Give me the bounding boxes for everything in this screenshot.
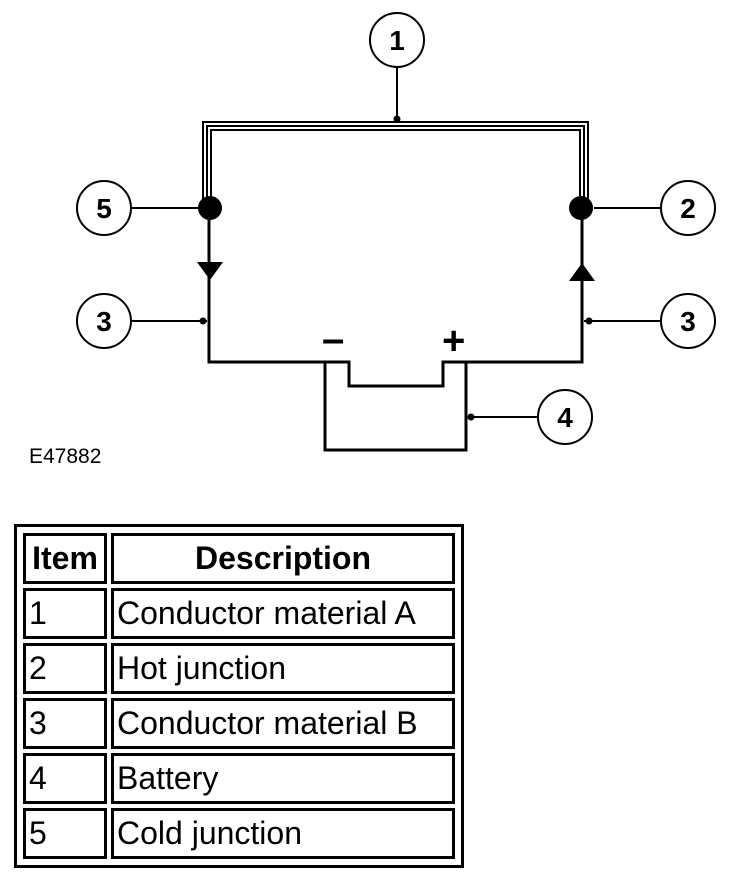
legend-description: Conductor material B [111, 698, 455, 749]
thermocouple-diagram: – + 1 2 3 3 4 5 E47882 [29, 12, 716, 468]
legend-description: Battery [111, 753, 455, 804]
battery [323, 360, 468, 452]
callout-5: 5 [76, 180, 132, 236]
conductor-a [202, 121, 589, 208]
conductor-b [207, 208, 584, 364]
legend-item: 1 [23, 588, 107, 639]
legend-item: 5 [23, 808, 107, 859]
svg-text:2: 2 [680, 193, 696, 224]
leader-lines [131, 67, 660, 418]
svg-text:3: 3 [96, 306, 112, 337]
svg-text:5: 5 [96, 193, 112, 224]
callout-2: 2 [660, 180, 716, 236]
legend-row: 4 Battery [23, 753, 455, 804]
legend-item: 3 [23, 698, 107, 749]
legend-row: 3 Conductor material B [23, 698, 455, 749]
legend-table: Item Description 1 Conductor material A … [14, 524, 464, 868]
svg-text:1: 1 [389, 25, 405, 56]
callout-4: 4 [537, 389, 593, 445]
down-arrow-icon [197, 262, 223, 280]
figure-id: E47882 [29, 445, 101, 468]
svg-text:3: 3 [680, 306, 696, 337]
callout-3-left: 3 [76, 293, 132, 349]
legend-row: 1 Conductor material A [23, 588, 455, 639]
header-item: Item [23, 533, 107, 584]
callout-1: 1 [369, 12, 425, 68]
legend-description: Conductor material A [111, 588, 455, 639]
legend-row: 5 Cold junction [23, 808, 455, 859]
legend-description: Hot junction [111, 643, 455, 694]
up-arrow-icon [569, 263, 595, 281]
legend-header-row: Item Description [23, 533, 455, 584]
hot-junction-dot [569, 196, 593, 220]
battery-negative: – [322, 317, 344, 361]
cold-junction-dot [198, 196, 222, 220]
legend-item: 4 [23, 753, 107, 804]
battery-positive: + [442, 319, 465, 363]
callout-3-right: 3 [660, 293, 716, 349]
svg-text:4: 4 [557, 402, 573, 433]
header-description: Description [111, 533, 455, 584]
legend-item: 2 [23, 643, 107, 694]
leader-dots [199, 115, 593, 421]
legend-description: Cold junction [111, 808, 455, 859]
legend-row: 2 Hot junction [23, 643, 455, 694]
